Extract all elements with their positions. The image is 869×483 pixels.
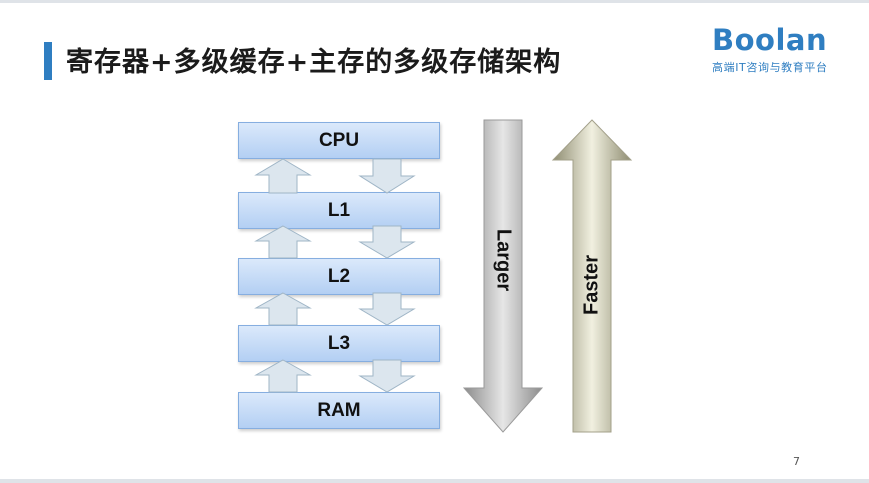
down-arrow-icon [358,158,416,194]
level-box-l2: L2 [238,258,440,295]
up-arrow-icon [254,225,312,259]
logo-tagline: 高端IT咨询与教育平台 [712,61,828,74]
title-accent-bar [44,42,52,80]
down-arrow-icon [358,359,416,393]
brand-logo: Boolan 高端IT咨询与教育平台 [712,23,842,75]
up-arrow-icon [254,359,312,393]
page-number: 7 [793,455,800,468]
page-title: 寄存器+多级缓存+主存的多级存储架构 [66,47,562,78]
faster-up-arrow-icon [551,119,633,433]
faster-label: Faster [580,254,603,316]
up-arrow-icon [254,292,312,326]
level-box-l3: L3 [238,325,440,362]
level-box-l1: L1 [238,192,440,229]
down-arrow-icon [358,292,416,326]
down-arrow-icon [358,225,416,259]
logo-wordmark: Boolan [712,23,828,57]
larger-down-arrow-icon [462,119,544,433]
level-box-cpu: CPU [238,122,440,159]
slide-bottom-border [0,479,869,483]
level-box-ram: RAM [238,392,440,429]
up-arrow-icon [254,158,312,194]
larger-label: Larger [492,228,515,292]
slide-top-border [0,0,869,3]
